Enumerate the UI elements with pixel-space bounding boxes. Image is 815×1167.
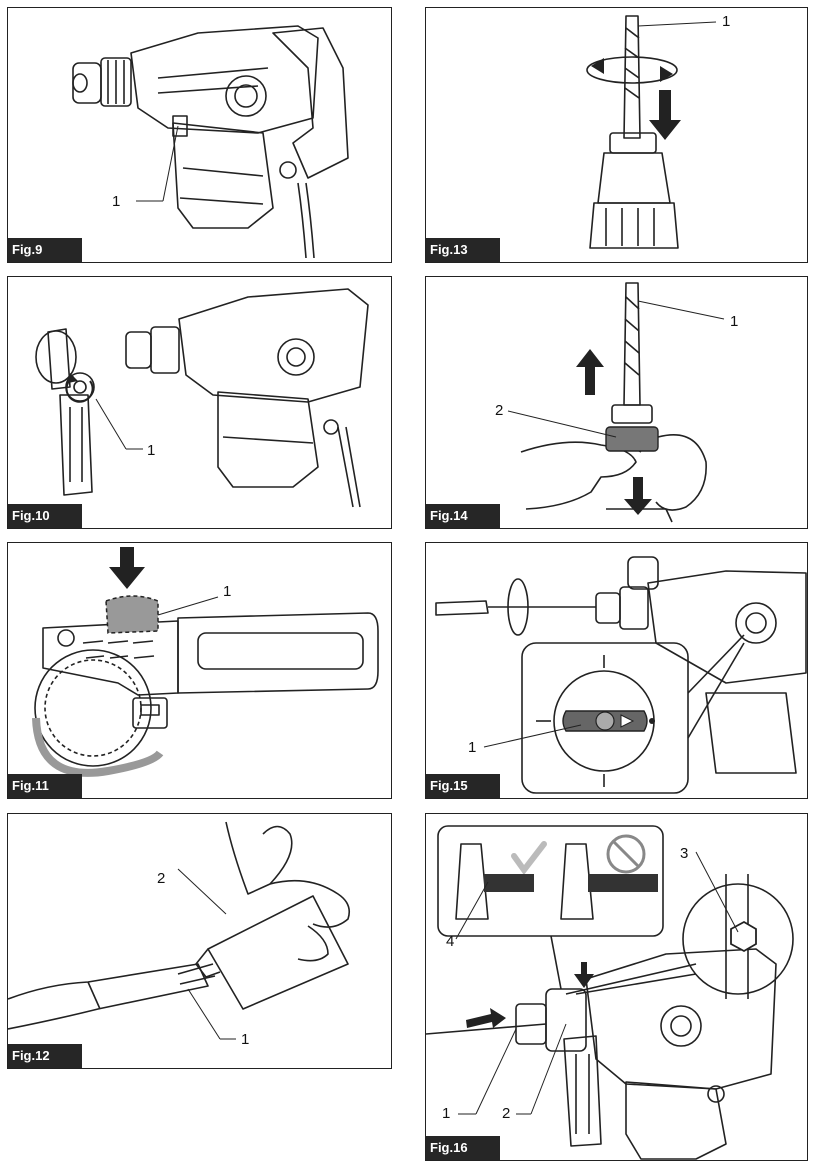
arrow-icon: [624, 477, 652, 515]
callout-label: 2: [495, 402, 504, 419]
callout-label: 1: [147, 442, 156, 459]
figure-tag: Fig.13: [426, 238, 500, 262]
callout-label: 2: [502, 1105, 511, 1122]
hex-bolt-icon: [730, 920, 757, 953]
callout-label: 4: [446, 933, 455, 950]
callout-label: 1: [468, 739, 477, 756]
drill-bit-icon: [586, 15, 717, 249]
arrow-icon: [466, 1008, 506, 1028]
figure-panel-fig14: 1 2 Fig.14: [425, 276, 808, 529]
hand-icon: [507, 282, 725, 523]
rotary-hammer-icon: [426, 825, 794, 1160]
figure-tag: Fig.16: [426, 1136, 500, 1160]
rotary-hammer-icon: [72, 25, 349, 259]
mode-knob-icon: [435, 556, 807, 794]
figure-tag: Fig.11: [8, 774, 82, 798]
figure-panel-fig10: 1 Fig.10: [7, 276, 392, 529]
callout-label: 1: [722, 13, 731, 30]
prohibited-icon: [606, 834, 646, 874]
figure-tag: Fig.9: [8, 238, 82, 262]
figure-panel-fig16: 3 4 1 2 Fig.16: [425, 813, 808, 1161]
arrow-icon: [649, 90, 681, 140]
checkmark-icon: [511, 841, 547, 876]
side-handle-icon: [35, 288, 369, 508]
side-handle-icon: [32, 547, 379, 777]
figure-tag: Fig.14: [426, 504, 500, 528]
callout-label: 1: [112, 193, 121, 210]
callout-label: 3: [680, 845, 689, 862]
callout-label: 1: [241, 1031, 250, 1048]
figure-panel-fig12: 2 1 Fig.12: [7, 813, 392, 1069]
callout-label: 1: [730, 313, 739, 330]
arrow-icon: [574, 962, 594, 988]
grease-tube-icon: [8, 821, 351, 1040]
callout-label: 1: [442, 1105, 451, 1122]
figure-panel-fig11: 1 Fig.11: [7, 542, 392, 799]
figure-panel-fig9: 1 Fig.9: [7, 7, 392, 263]
figure-panel-fig15: 1 Fig.15: [425, 542, 808, 799]
callout-label: 1: [223, 583, 232, 600]
figure-tag: Fig.10: [8, 504, 82, 528]
arrow-icon: [109, 547, 145, 589]
figure-tag: Fig.12: [8, 1044, 82, 1068]
callout-label: 2: [157, 870, 166, 887]
figure-tag: Fig.15: [426, 774, 500, 798]
arrow-icon: [576, 349, 604, 395]
figure-panel-fig13: 1 Fig.13: [425, 7, 808, 263]
